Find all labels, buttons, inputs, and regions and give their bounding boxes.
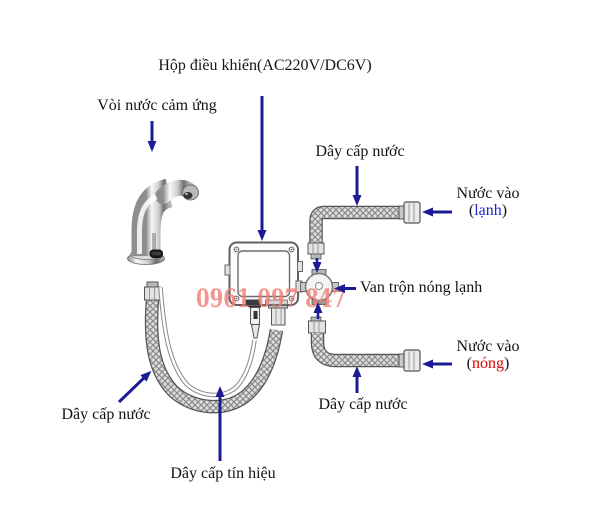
mixing-valve-label: Van trộn nóng lạnh [360, 279, 483, 296]
cold-inlet-label: Nước vào (lạnh) [457, 185, 520, 219]
hot-supply-hose-illustration [308, 316, 421, 372]
hot-inlet-line1: Nước vào [456, 338, 520, 355]
faucet-sensor-window [149, 249, 163, 258]
watermark-text: 0961 097 847 [196, 284, 346, 313]
hot-hose-label: Dây cấp nước [318, 396, 408, 413]
control-box-label: Hộp điều khiển(AC220V/DC6V) [158, 57, 372, 74]
hot-word: nóng [471, 355, 504, 372]
faucet-label: Vòi nước cảm ứng [97, 97, 217, 114]
pointer-arrows [117, 96, 452, 461]
cold-inlet-line2: (lạnh) [457, 202, 520, 219]
cold-supply-hose-illustration [307, 201, 421, 260]
signal-cable-label: Dây cấp tín hiệu [170, 465, 276, 482]
left-hose-label: Dây cấp nước [61, 406, 151, 423]
paren-close: ) [503, 355, 510, 372]
cold-word: lạnh [474, 202, 502, 219]
control-box-illustration [224, 241, 303, 306]
paren-open: ( [468, 202, 475, 219]
paren-open: ( [466, 355, 472, 372]
hot-inlet-label: Nước vào (nóng) [457, 338, 520, 372]
u-supply-hose-illustration [144, 281, 288, 414]
cold-hose-label: Dây cấp nước [315, 143, 405, 160]
hot-inlet-line2: (nóng) [457, 355, 520, 372]
arrow-to-left-hose [117, 370, 152, 404]
sensor-faucet-illustration [127, 178, 199, 265]
paren-close: ) [501, 202, 508, 219]
cold-inlet-line1: Nước vào [456, 185, 520, 202]
